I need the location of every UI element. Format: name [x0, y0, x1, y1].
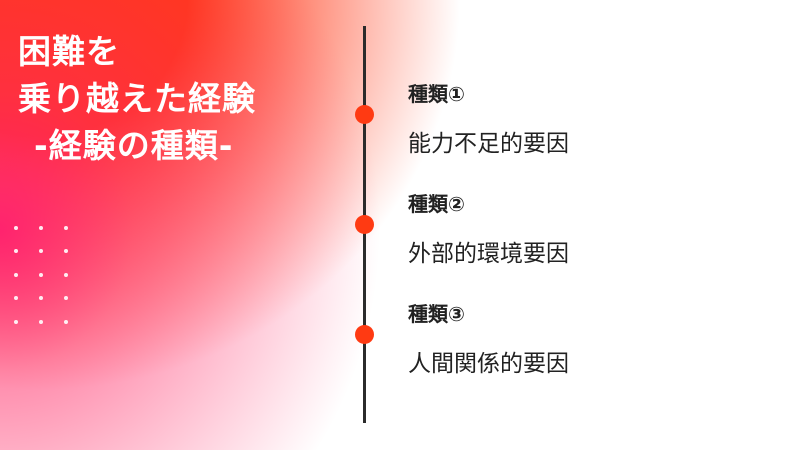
item-1-body: 能力不足的要因 — [408, 131, 569, 157]
item-1-heading: 種類① — [408, 82, 465, 106]
dot — [14, 273, 18, 277]
item-2-heading: 種類② — [408, 192, 465, 216]
dot — [39, 320, 43, 324]
dot — [14, 320, 18, 324]
dot — [64, 296, 68, 300]
dot — [39, 249, 43, 253]
slide-title: 困難を 乗り越えた経験 -経験の種類- — [18, 28, 256, 169]
item-3-body: 人間関係的要因 — [408, 351, 569, 377]
dot — [14, 226, 18, 230]
dot — [64, 320, 68, 324]
title-line-2: 乗り越えた経験 — [18, 79, 256, 118]
dot — [39, 273, 43, 277]
dot — [39, 226, 43, 230]
item-2-body: 外部的環境要因 — [408, 241, 569, 267]
title-line-1: 困難を — [18, 32, 120, 71]
timeline-marker-2 — [355, 215, 374, 234]
dot — [14, 296, 18, 300]
dot — [64, 226, 68, 230]
timeline-marker-1 — [355, 105, 374, 124]
title-line-3: -経験の種類- — [34, 126, 234, 165]
dot — [14, 249, 18, 253]
dot — [64, 249, 68, 253]
item-3-heading: 種類③ — [408, 302, 465, 326]
timeline-marker-3 — [355, 325, 374, 344]
dot — [64, 273, 68, 277]
dot — [39, 296, 43, 300]
